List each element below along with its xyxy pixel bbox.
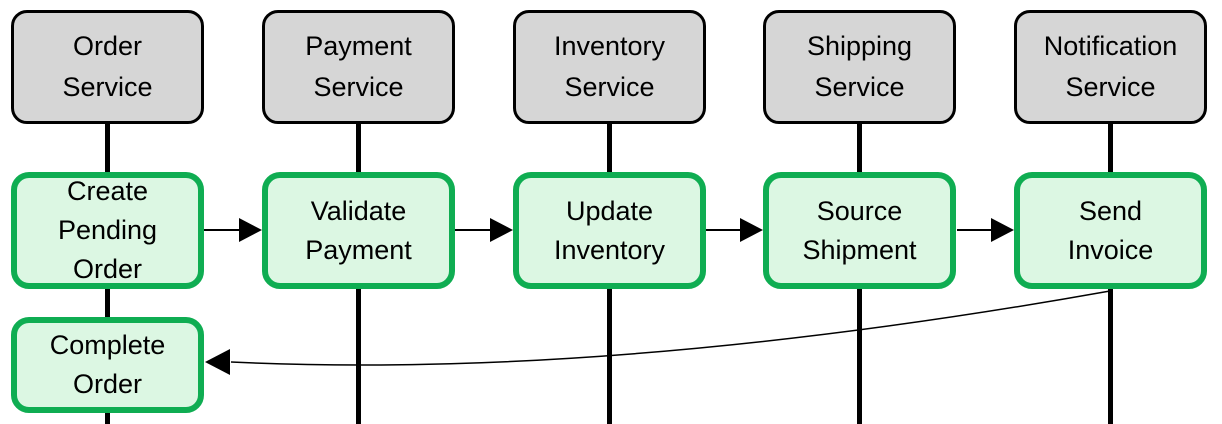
arrow-validate-to-update (455, 218, 513, 242)
activity-box-update-inventory: Update Inventory (513, 172, 706, 289)
arrow-send-invoice-to-complete-order (205, 290, 1111, 375)
activity-box-send-invoice: Send Invoice (1014, 172, 1207, 289)
service-label-shipping: Shipping Service (806, 31, 913, 102)
service-label-inventory: Inventory Service (553, 31, 666, 102)
arrow-source-to-send (957, 218, 1014, 242)
activity-box-source-shipment: Source Shipment (763, 172, 956, 289)
activity-box-create-pending-order: Create Pending Order (11, 172, 204, 289)
activity-label-validate-payment: Validate Payment (305, 195, 412, 265)
arrow-update-to-source (706, 218, 763, 242)
service-label-order: Order Service (62, 31, 153, 102)
service-box-payment: Payment Service (262, 10, 455, 124)
activity-box-complete-order: Complete Order (11, 317, 204, 413)
service-label-payment: Payment Service (305, 31, 412, 102)
service-label-notification: Notification Service (1043, 31, 1178, 102)
activity-label-source-shipment: Source Shipment (802, 195, 917, 265)
service-box-shipping: Shipping Service (763, 10, 956, 124)
activity-label-send-invoice: Send Invoice (1067, 195, 1154, 265)
service-box-order: Order Service (11, 10, 204, 124)
service-box-inventory: Inventory Service (513, 10, 706, 124)
activity-label-update-inventory: Update Inventory (553, 195, 666, 265)
activity-label-complete-order: Complete Order (49, 330, 166, 399)
activity-box-validate-payment: Validate Payment (262, 172, 455, 289)
activity-label-create-pending-order: Create Pending Order (57, 176, 158, 284)
service-box-notification: Notification Service (1014, 10, 1207, 124)
arrow-create-to-validate (204, 218, 262, 242)
